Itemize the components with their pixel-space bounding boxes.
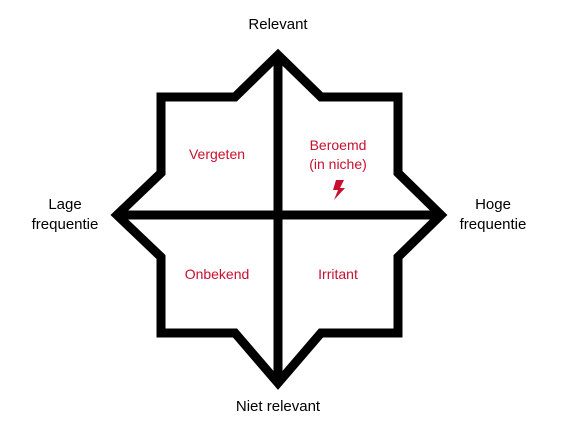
axis-right-line1: Hoge — [475, 196, 511, 213]
quadrant-bottom-left-label: Onbekend — [184, 266, 250, 282]
quadrant-top-left-label: Vergeten — [188, 146, 246, 162]
axis-left-line1: Lage — [48, 196, 82, 213]
axis-bottom-label: Niet relevant — [235, 398, 321, 415]
axis-top-label: Relevant — [248, 16, 308, 33]
lightning-icon — [333, 180, 345, 200]
axis-left-label: Lage frequentie — [20, 195, 110, 235]
axis-left-line2: frequentie — [31, 216, 99, 233]
axis-right-label: Hoge frequentie — [448, 195, 538, 235]
quadrant-top-right-label: Beroemd (in niche) — [288, 136, 388, 174]
quadrant-bottom-right-label: Irritant — [318, 266, 358, 282]
axis-right-line2: frequentie — [459, 216, 527, 233]
quadrant-top-right-line2: (in niche) — [309, 156, 367, 172]
quadrant-top-right-line1: Beroemd — [309, 137, 367, 153]
